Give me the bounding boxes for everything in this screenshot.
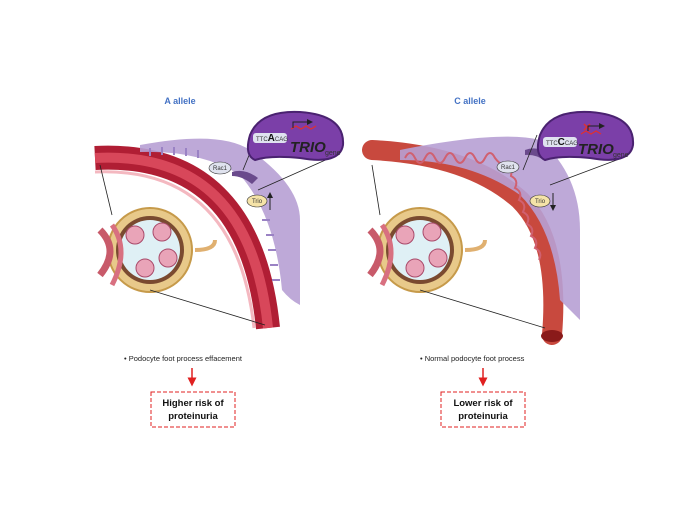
gene-suffix: gene [325,150,341,157]
foot-processes-effaced [149,147,280,281]
result-box [150,391,236,428]
glomerulus [97,207,217,293]
panel-a-allele: A allele [94,96,345,428]
bullet-text: • Normal podocyte foot process [420,354,525,363]
rac1-label-bg [208,161,232,175]
sequence: TTCACAG [256,133,288,144]
foot-processes-normal [404,152,542,261]
rac1-label: Rac1 [213,166,228,172]
trio-label: Trio [535,199,546,205]
result-line-1: Lower risk of [453,398,513,409]
transcription-arrow-icon [587,123,605,131]
glomerulus [367,207,487,293]
sequence: TTCCCAG [546,137,578,148]
panel-c-allele: C allele Rac1 Trio TTCCCAG [362,96,635,428]
transcription-arrow-icon [292,119,313,128]
panel-title: C allele [454,96,486,106]
sequence-box [253,133,287,143]
podocyte-cell [400,136,580,320]
blocked-transcription-icon [583,123,591,131]
result-line-2: proteinuria [168,411,218,422]
bullet-text: • Podocyte foot process effacement [124,354,243,363]
result-line-1: Higher risk of [162,398,224,409]
rac1-label: Rac1 [501,165,516,171]
podocyte-cell [140,138,300,305]
trio-gene-bubble [536,110,635,162]
trio-label: Trio [252,199,263,205]
gene-name: TRIO [578,141,614,158]
result-box [440,391,526,428]
trio-gene-bubble [246,110,345,162]
sequence-box [543,137,577,147]
result-line-2: proteinuria [458,411,508,422]
gene-name: TRIO [290,139,326,156]
gene-suffix: gene [613,152,629,159]
panel-title: A allele [164,96,195,106]
